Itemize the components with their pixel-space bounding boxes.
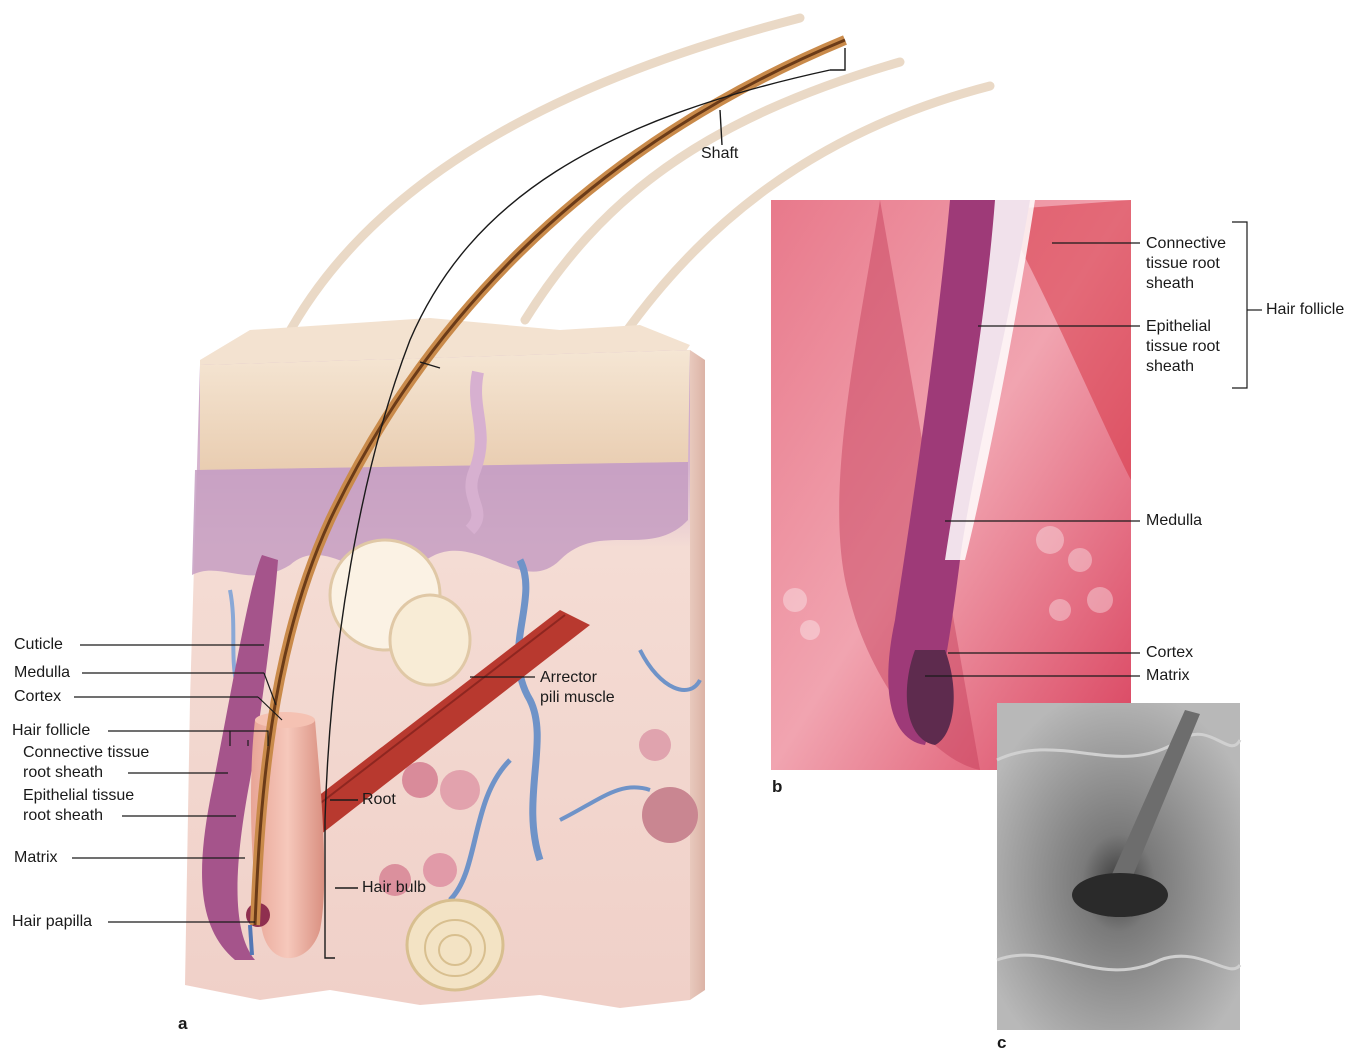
label-hair-follicle: Hair follicle: [12, 721, 90, 741]
label-arrector-pili: Arrector pili muscle: [540, 668, 615, 708]
label-epithelial-sheath: Epithelial tissue root sheath: [23, 786, 134, 826]
label-matrix: Matrix: [14, 848, 58, 868]
label-medulla: Medulla: [14, 663, 70, 683]
panel-c-letter: c: [997, 1033, 1006, 1053]
histology-micrograph: [771, 200, 1131, 770]
panel-a-letter: a: [178, 1014, 187, 1034]
label-b-medulla: Medulla: [1146, 511, 1202, 531]
panel-b-letter: b: [772, 777, 782, 797]
label-b-hair-follicle: Hair follicle: [1266, 300, 1344, 320]
label-cuticle: Cuticle: [14, 635, 63, 655]
label-hair-papilla: Hair papilla: [12, 912, 92, 932]
label-shaft: Shaft: [701, 144, 738, 164]
label-b-matrix: Matrix: [1146, 666, 1190, 686]
label-hair-bulb: Hair bulb: [362, 878, 426, 898]
label-root: Root: [362, 790, 396, 810]
label-b-cortex: Cortex: [1146, 643, 1193, 663]
label-b-epithelial-sheath: Epithelial tissue root sheath: [1146, 317, 1220, 377]
label-connective-sheath: Connective tissue root sheath: [23, 743, 149, 783]
label-cortex: Cortex: [14, 687, 61, 707]
sem-micrograph: [997, 703, 1240, 1030]
label-b-connective-sheath: Connective tissue root sheath: [1146, 234, 1226, 294]
